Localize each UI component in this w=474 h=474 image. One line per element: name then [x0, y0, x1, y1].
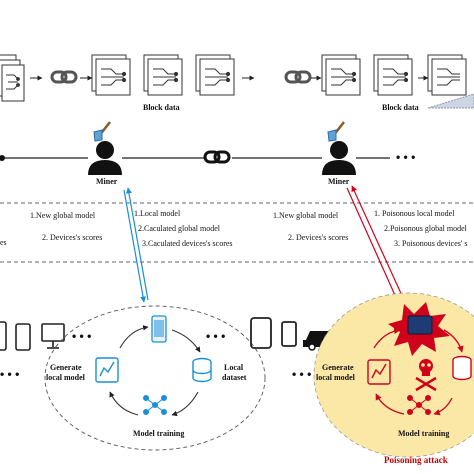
phone-icon — [15, 323, 31, 351]
right-upload-arrows — [346, 185, 405, 303]
poisoned-block — [427, 54, 474, 109]
msg-calculated-global-model: 2.Caculated global model — [138, 224, 220, 233]
miner-label-left: Miner — [96, 177, 118, 186]
block-group-right — [321, 54, 413, 96]
generate-local-model-label-left-2: local model — [46, 373, 85, 382]
person-icon — [322, 141, 356, 175]
block-data-label-left: Block data — [143, 103, 180, 112]
circuit-icon — [437, 68, 460, 86]
circuit-icon — [101, 68, 127, 86]
model-training-label-right: Model training — [398, 429, 450, 438]
generate-local-model-label-left-1: Generate — [50, 363, 82, 372]
tablet-icon — [0, 321, 7, 351]
chain-link-icon — [284, 70, 312, 84]
miner-label-right: Miner — [328, 177, 350, 186]
shovel-icon — [327, 121, 345, 142]
phone-icon — [281, 321, 297, 347]
model-chart-icon — [95, 357, 119, 383]
model-chart-icon — [367, 359, 391, 385]
database-icon — [192, 357, 212, 383]
right-devices — [250, 317, 297, 349]
msg-calculated-device-scores: 3.Caculated devices's scores — [142, 239, 233, 248]
device-ellipsis: • • • — [292, 367, 311, 381]
circuit-icon — [153, 68, 179, 86]
generate-local-model-label-right-1: Generate — [322, 363, 354, 372]
device-ellipsis: • • • — [72, 329, 91, 343]
msg-new-global-model-left: 1.New global model — [30, 211, 96, 220]
neural-network-icon — [407, 395, 431, 415]
left-cycle-arrows — [109, 325, 201, 417]
generate-local-model-label-right-2: local model — [316, 373, 355, 382]
skull-icon — [415, 359, 437, 392]
msg-poisonous-device-scores: 3. Poisonous devices' s — [394, 239, 468, 248]
chain-link-icon — [203, 150, 231, 164]
monitor-icon — [41, 323, 65, 349]
circuit-icon — [205, 68, 231, 86]
block-group-left — [91, 54, 235, 96]
tablet-icon — [250, 317, 272, 349]
circuit-icon — [383, 68, 409, 86]
left-upload-arrows — [123, 187, 149, 303]
msg-new-global-model-right: 1.New global model — [273, 211, 339, 220]
neural-network-icon — [143, 395, 167, 415]
msg-poisonous-local-model: 1. Poisonous local model — [374, 209, 455, 218]
chain-link-icon — [50, 70, 78, 84]
chain-node — [0, 155, 5, 161]
database-icon — [452, 355, 472, 381]
right-cycle-arrows — [373, 327, 464, 416]
circuit-icon — [6, 74, 20, 90]
model-training-label-left: Model training — [133, 429, 185, 438]
msg-devices-scores-edge: es — [0, 238, 7, 247]
explosion-icon — [388, 302, 450, 356]
msg-devices-scores-left: 2. Devices's scores — [42, 233, 103, 242]
circuit-icon — [331, 68, 357, 86]
msg-poisonous-global-model: 2.Poisonous global model — [384, 224, 467, 233]
left-block-stack — [0, 54, 25, 102]
poisoning-attack-label: Poisoning attack — [384, 455, 448, 465]
smartphone-icon — [151, 315, 167, 343]
msg-local-model: 1.Local model — [134, 209, 181, 218]
block-data-callout — [427, 93, 474, 109]
chain-ellipsis: • • • — [396, 150, 415, 164]
device-ellipsis: • • • — [0, 367, 19, 381]
device-ellipsis: • • • — [206, 329, 225, 343]
right-miner — [322, 121, 356, 175]
local-dataset-label-2: dataset — [222, 373, 247, 382]
left-devices — [0, 321, 65, 351]
local-dataset-label-1: Local — [224, 363, 244, 372]
shovel-icon — [93, 121, 111, 142]
left-training-cycle — [44, 305, 266, 451]
left-miner — [88, 121, 122, 175]
person-icon — [88, 141, 122, 175]
msg-devices-scores-right: 2. Devices's scores — [288, 233, 349, 242]
block-data-label-right: Block data — [382, 103, 419, 112]
